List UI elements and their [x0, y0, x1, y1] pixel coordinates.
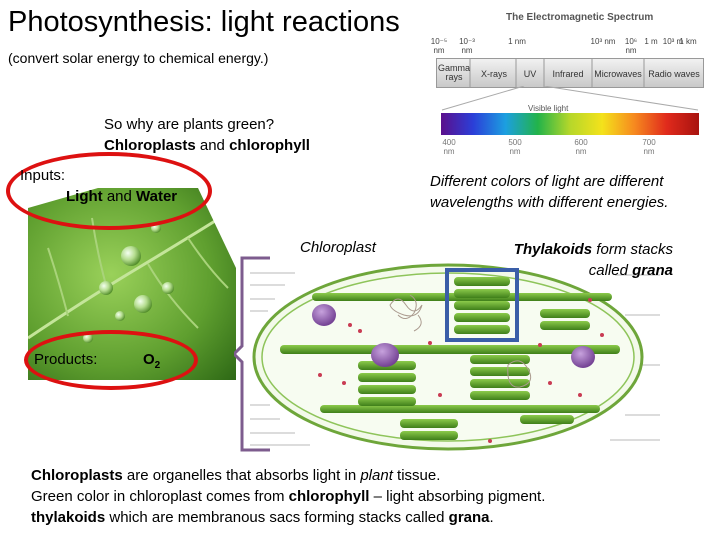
o2-label: O2: [143, 351, 160, 371]
inputs-text: Inputs: Light and Water: [20, 165, 177, 207]
spectrum-top-label: 10³ m: [662, 37, 684, 46]
zoom-bracket: [234, 256, 270, 452]
spectrum-band-microwaves: Microwaves: [594, 69, 642, 79]
spectrum-band-infrared: Infrared: [552, 69, 584, 79]
question-line-1: So why are plants green?: [104, 116, 275, 133]
question-line-2: Chloroplasts and chlorophyll: [104, 135, 310, 156]
bottom-line1-rest: are organelles that absorbs light in: [122, 467, 361, 484]
bottom-line-1: Chloroplasts are organelles that absorbs…: [31, 465, 545, 486]
inputs-label: Inputs:: [20, 167, 66, 184]
inputs-light: Light: [66, 188, 103, 205]
thylakoids-grana: grana: [632, 262, 673, 279]
bottom-line3-end: .: [489, 509, 494, 526]
bottom-line2-start: Green color in chloroplast comes from: [31, 488, 289, 505]
bottom-line3-mid: which are membranous sacs forming stacks…: [105, 509, 449, 526]
bottom-line1-end: tissue.: [392, 467, 441, 484]
nm-label: 500 nm: [508, 138, 522, 156]
question-chlorophyll: chlorophyll: [229, 137, 310, 154]
bottom-explanation: Chloroplasts are organelles that absorbs…: [31, 465, 545, 528]
bottom-grana: grana: [448, 509, 490, 526]
visible-spectrum-gradient: [441, 113, 699, 135]
bottom-chlorophyll: chlorophyll: [288, 488, 370, 505]
bottom-line-3: thylakoids which are membranous sacs for…: [31, 507, 545, 528]
inputs-value: Light and Water: [20, 186, 177, 207]
spectrum-band-uv: UV: [523, 69, 537, 79]
colors-line-2: wavelengths with different energies.: [430, 194, 669, 211]
thylakoids-called: called: [588, 262, 633, 279]
inputs-and: and: [102, 188, 137, 205]
visible-light-funnel: [441, 86, 699, 111]
spectrum-top-label: 10⁶ nm: [624, 37, 638, 55]
bottom-plant: plant: [360, 467, 393, 484]
bottom-line2-end: – light absorbing pigment.: [369, 488, 546, 505]
spectrum-title: The Electromagnetic Spectrum: [506, 12, 654, 23]
spectrum-top-label: 10⁻³ nm: [459, 37, 475, 55]
thylakoids-bold: Thylakoids: [513, 241, 593, 258]
spectrum-top-label: 1 m: [644, 37, 658, 46]
colors-text: Different colors of light are different …: [430, 171, 668, 213]
spectrum-band-radio: Radio waves: [648, 69, 700, 79]
products-label: Products:: [34, 351, 98, 368]
question-and: and: [195, 137, 230, 154]
bottom-chloroplasts: Chloroplasts: [31, 467, 123, 484]
nm-label: 400 nm: [442, 138, 456, 156]
nm-label: 600 nm: [574, 138, 588, 156]
spectrum-band-gamma: Gamma rays: [438, 63, 471, 82]
spectrum-top-label: 1 km: [679, 37, 697, 46]
products-highlight-circle: [24, 330, 198, 390]
visible-light-label: Visible light: [528, 104, 569, 113]
colors-line-1: Different colors of light are different: [430, 173, 664, 190]
o2-main: O: [143, 351, 155, 368]
chloroplast-label: Chloroplast: [300, 239, 376, 256]
spectrum-top-label: 10³ nm: [590, 37, 616, 46]
thylakoids-text: Thylakoids form stacks called grana: [505, 239, 673, 281]
thylakoids-line-1: Thylakoids form stacks: [505, 239, 673, 260]
spectrum-band-bar: [436, 58, 704, 88]
question-text: So why are plants green? Chloroplasts an…: [104, 114, 310, 156]
question-chloroplasts: Chloroplasts: [104, 137, 196, 154]
inputs-water: Water: [136, 188, 178, 205]
slide-title: Photosynthesis: light reactions: [8, 6, 400, 38]
o2-subscript: 2: [154, 360, 161, 371]
thylakoids-rest: form stacks: [592, 241, 673, 258]
nm-label: 700 nm: [642, 138, 656, 156]
bottom-thylakoids: thylakoids: [31, 509, 106, 526]
thylakoids-line-2: called grana: [505, 260, 673, 281]
spectrum-top-label: 10⁻⁵ nm: [430, 37, 448, 55]
bottom-line-2: Green color in chloroplast comes from ch…: [31, 486, 545, 507]
chloroplast-diagram: [250, 263, 660, 451]
inputs-highlight-circle: [6, 152, 212, 230]
slide-subtitle: (convert solar energy to chemical energy…: [8, 50, 269, 66]
spectrum-band-xrays: X-rays: [480, 69, 507, 79]
spectrum-top-label: 1 nm: [508, 37, 526, 46]
